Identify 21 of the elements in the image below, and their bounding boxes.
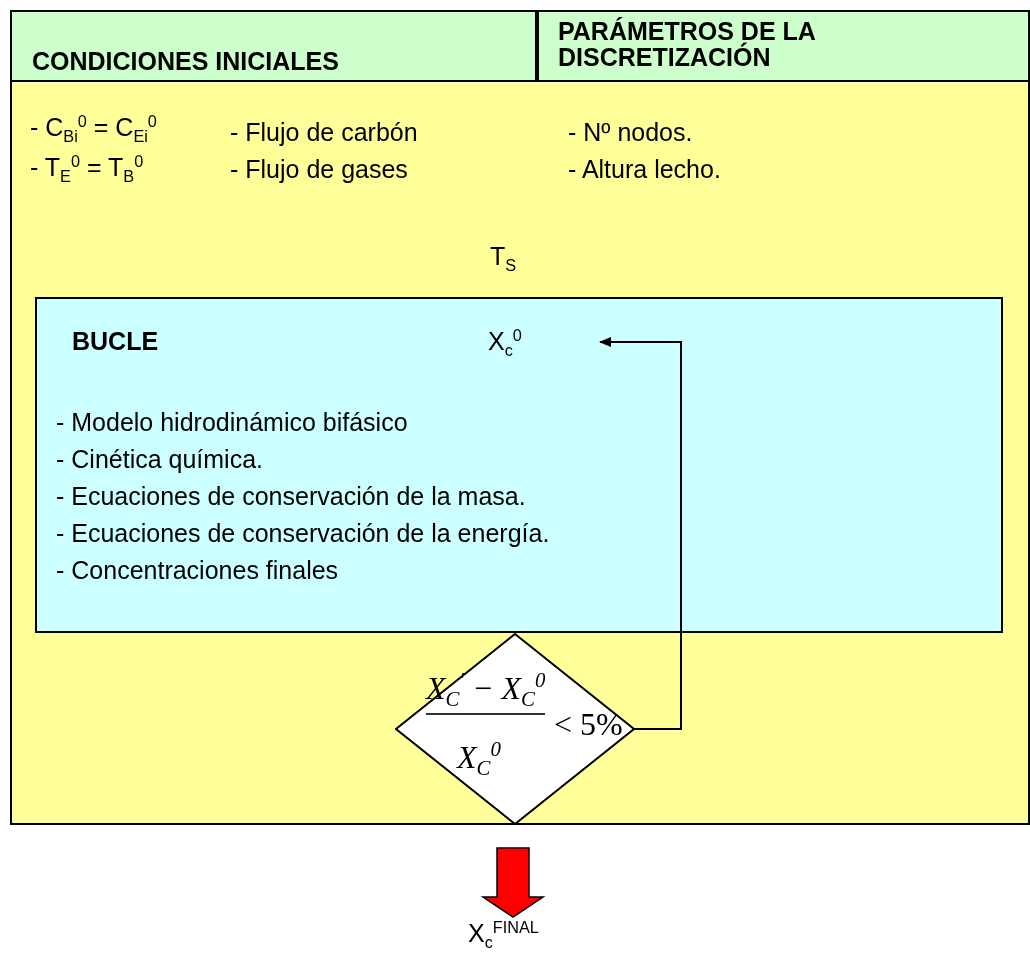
threshold-text: < 5%: [554, 706, 623, 743]
block-arrow: [480, 847, 546, 918]
decision-diamond: [395, 633, 635, 825]
variable-label: T$_{S}$: [490, 242, 517, 275]
box-heading: BUCLE: [72, 327, 159, 356]
header-cell: [537, 10, 1030, 82]
column-heading: CONDICIONES INICIALES: [32, 47, 339, 76]
input-item: - Flujo de gases: [230, 155, 408, 184]
column-heading: PARÁMETROS DE LA DISCRETIZACIÓN: [558, 18, 816, 71]
header-cell: [10, 10, 537, 82]
parameter-item: - Altura lecho.: [568, 155, 721, 184]
feedback-arrow: [599, 337, 682, 730]
list-item: - Ecuaciones de conservación de la masa.: [56, 482, 526, 511]
parameter-item: - Nº nodos.: [568, 118, 693, 147]
loop-box: [35, 297, 1003, 633]
list-item: - Ecuaciones de conservación de la energía.: [56, 519, 550, 548]
list-item: - Concentraciones finales: [56, 556, 339, 585]
input-panel: [10, 82, 1030, 825]
list-item: - Modelo hidrodinámico bifásico: [56, 408, 408, 437]
input-item: - Flujo de carbón: [230, 118, 418, 147]
list-item: - Cinética química.: [56, 445, 264, 474]
